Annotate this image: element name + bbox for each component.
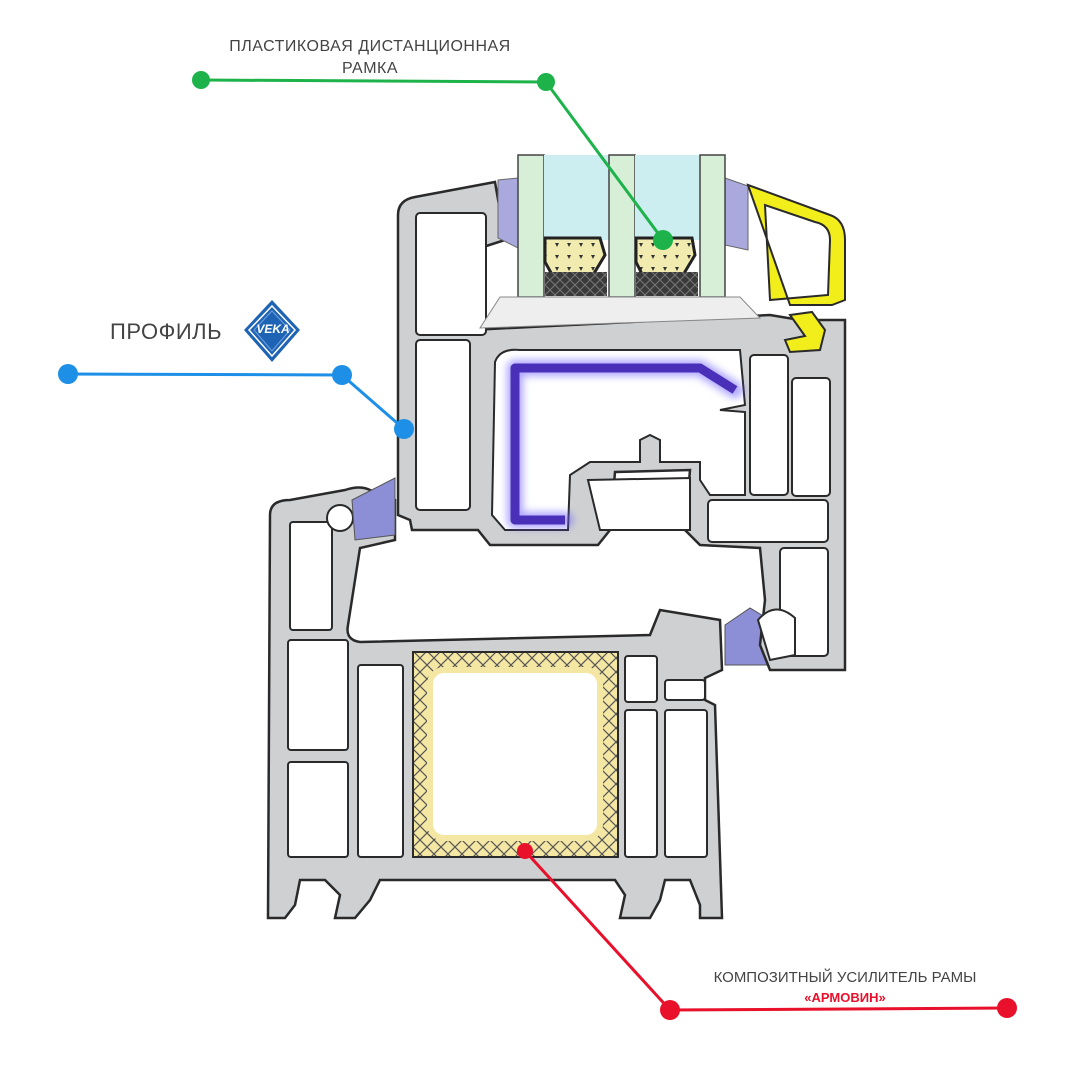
profile-label: ПРОФИЛЬ (110, 319, 223, 344)
glazing-bead (746, 183, 846, 306)
composite-reinforcement (412, 651, 619, 858)
glazing-seal-left (497, 177, 519, 249)
profile-callout (58, 364, 414, 439)
profile-callout-dot-mid (332, 365, 352, 385)
reinforcement-label-line1: КОМПОЗИТНЫЙ УСИЛИТЕЛЬ РАМЫ (713, 969, 977, 986)
profile-callout-dot-start (58, 364, 78, 384)
spacer-callout-dot-mid (537, 73, 555, 91)
veka-diamond-logo (244, 300, 300, 362)
reinforcement-callout (517, 843, 1017, 1020)
spacer-frame-label-line2: РАМКА (341, 60, 399, 77)
spacer-frame-label: ПЛАСТИКОВАЯ ДИСТАНЦИОННАЯ РАМКА (160, 36, 580, 80)
spacer-frame-label-line1: ПЛАСТИКОВАЯ ДИСТАНЦИОННАЯ (229, 38, 511, 55)
reinforcement-callout-dot-end (997, 998, 1017, 1018)
veka-logo-text: VEKA (256, 322, 290, 336)
spacer-callout-dot-start (192, 71, 210, 89)
reinforcement-callout-dot-mid (660, 1000, 680, 1020)
reinforcement-core (427, 667, 603, 841)
glass-unit (479, 154, 762, 329)
glazing-bead-clip (783, 310, 827, 354)
reinforcement-brand: «АРМОВИН» (804, 990, 886, 1005)
glazing-seal-right (724, 177, 749, 251)
spacer-callout (192, 71, 673, 250)
spacer-callout-dot-end (653, 230, 673, 250)
reinforcement-label: КОМПОЗИТНЫЙ УСИЛИТЕЛЬ РАМЫ «АРМОВИН» (640, 968, 1050, 1008)
reinforcement-callout-dot-start (517, 843, 533, 859)
frame-seal (351, 477, 396, 541)
sash-gasket (507, 360, 743, 528)
profile-callout-dot-end (394, 419, 414, 439)
sash-profile (396, 180, 847, 672)
